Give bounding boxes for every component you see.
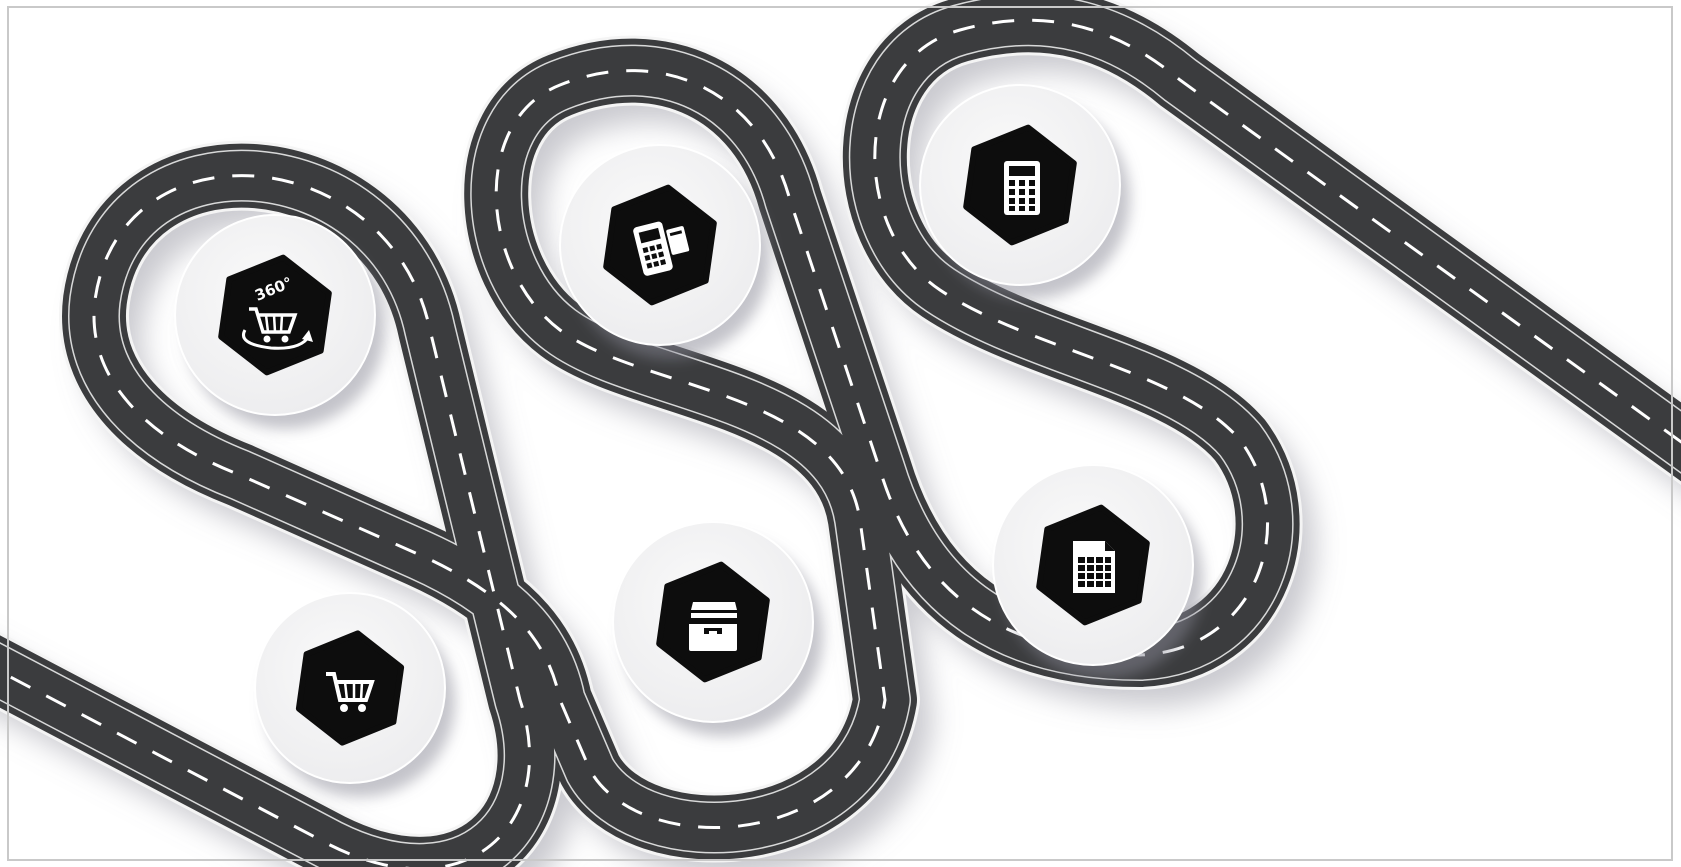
file-drawer-icon bbox=[689, 602, 737, 651]
road bbox=[0, 20, 1681, 867]
stop-shopping-cart[interactable] bbox=[255, 593, 455, 797]
calculator-icon bbox=[1004, 161, 1040, 215]
spreadsheet-icon bbox=[1073, 541, 1115, 593]
stop-file-drawer[interactable] bbox=[613, 522, 823, 736]
